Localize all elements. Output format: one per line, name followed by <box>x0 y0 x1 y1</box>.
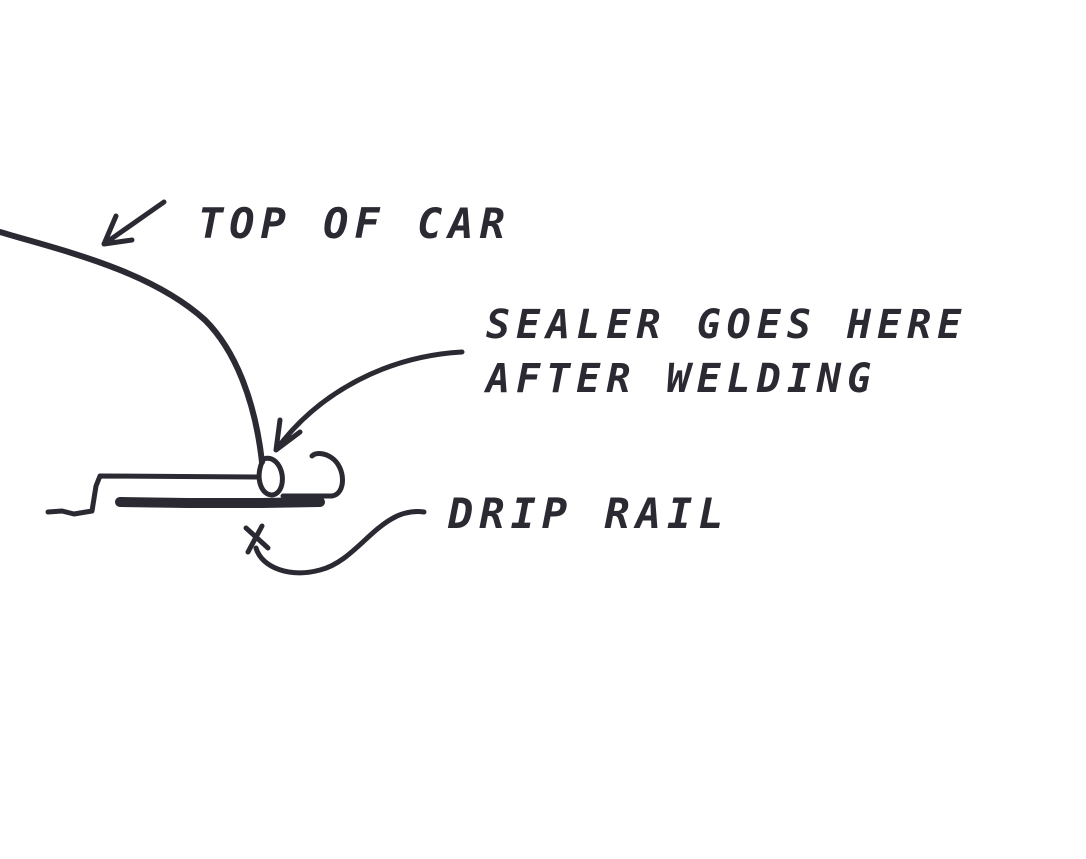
label-top-of-car: TOP OF CAR <box>198 199 511 248</box>
roof-curve <box>0 229 265 465</box>
drip-rail-hook <box>280 451 345 499</box>
pointer-drip-rail <box>253 509 427 576</box>
upper-flange <box>45 473 261 517</box>
drip-rail-mark <box>243 523 271 555</box>
arrow-top-of-car <box>101 199 167 247</box>
sealer-bead <box>256 455 285 498</box>
label-drip-rail: DRIP RAIL <box>447 489 730 538</box>
drip-rail-bar <box>115 497 325 508</box>
sketch-labels: TOP OF CAR SEALER GOES HERE AFTER WELDIN… <box>198 199 967 538</box>
arrow-sealer <box>273 349 465 453</box>
label-sealer-line2: AFTER WELDING <box>483 356 877 402</box>
sketch-drawing <box>0 199 465 576</box>
label-sealer-line1: SEALER GOES HERE <box>486 302 967 348</box>
